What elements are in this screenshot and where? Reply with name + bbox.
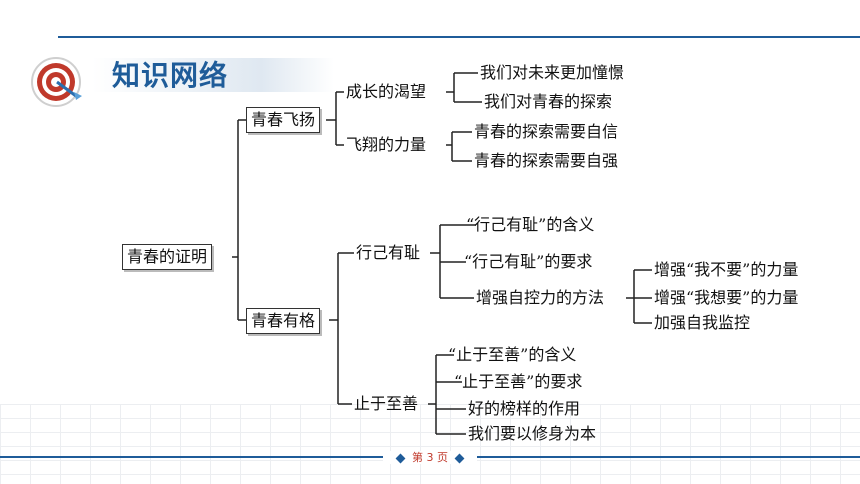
title-background (92, 58, 334, 92)
leaf-item: 增强“我不要”的力量 (654, 260, 799, 279)
page-title: 知识网络 (112, 59, 229, 92)
node-xingji-youchi: 行己有耻 (356, 243, 421, 262)
branch-qingchun-youge: 青春有格 (246, 308, 321, 334)
leaf-item: 青春的探索需要自信 (474, 122, 619, 141)
leaf-item: 青春的探索需要自强 (474, 151, 619, 170)
target-dart-icon (31, 57, 82, 107)
page-number: 第 3 页 (412, 451, 448, 464)
leaf-item: “止于至善”的要求 (454, 372, 583, 391)
leaf-item: “止于至善”的含义 (448, 345, 577, 364)
footer-grid-pattern (0, 404, 860, 484)
leaf-item: 加强自我监控 (654, 313, 751, 332)
node-zhiyu-zhishan: 止于至善 (354, 394, 419, 413)
leaf-item: 我们对未来更加憧憬 (480, 63, 625, 82)
leaf-item: 增强自控力的方法 (476, 288, 605, 307)
leaf-item: 我们对青春的探索 (484, 92, 613, 111)
leaf-item: “行己有耻”的含义 (466, 215, 595, 234)
leaf-item: 我们要以修身为本 (468, 424, 597, 443)
leaf-item: “行己有耻”的要求 (464, 252, 593, 271)
footer: 第 3 页 (0, 446, 860, 465)
root-node: 青春的证明 (122, 244, 213, 270)
node-feixiang-liliang: 飞翔的力量 (346, 135, 427, 154)
leaf-item: 好的榜样的作用 (468, 399, 581, 418)
top-rule (58, 36, 860, 38)
branch-qingchun-feiyang: 青春飞扬 (246, 107, 321, 133)
node-chengzhang-kewang: 成长的渴望 (346, 82, 427, 101)
leaf-item: 增强“我想要”的力量 (654, 288, 799, 307)
